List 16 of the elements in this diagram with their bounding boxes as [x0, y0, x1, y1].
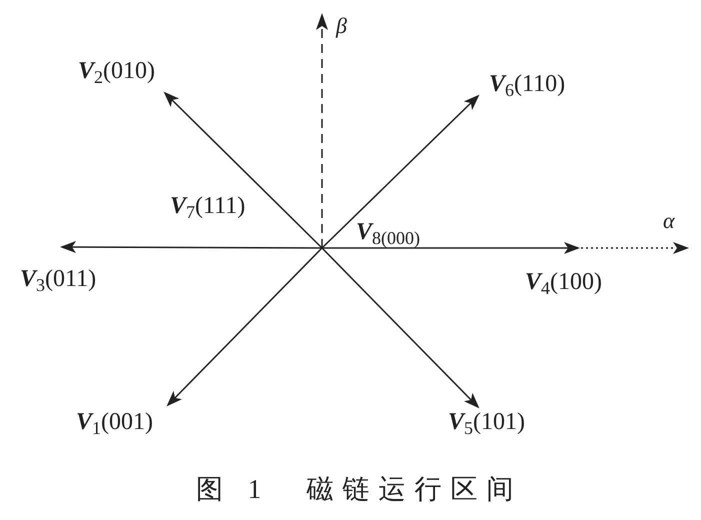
vector-arrow [164, 92, 323, 249]
vector-label: V$_{4}$(100) [525, 269, 602, 295]
axis-label: β [336, 15, 347, 37]
axis-label: α [663, 210, 675, 232]
vector-arrow [60, 241, 322, 254]
vector-label: V$_{2}$(010) [78, 58, 155, 84]
vector-arrow [321, 94, 480, 249]
vector-label: V$_{7}$(111) [170, 194, 246, 218]
vector-label: V$_{1}$(001) [76, 409, 153, 435]
vector-arrow [322, 242, 580, 254]
vector-label: V$_{3}$(011) [20, 266, 96, 292]
vector-label: V$_{6}$(110) [489, 71, 566, 97]
vector-arrow [321, 247, 480, 408]
figure-caption: 图 1 磁链运行区间 [196, 476, 522, 503]
vector-label: V$_{5}$(101) [448, 409, 525, 435]
vector-arrow [166, 247, 323, 406]
